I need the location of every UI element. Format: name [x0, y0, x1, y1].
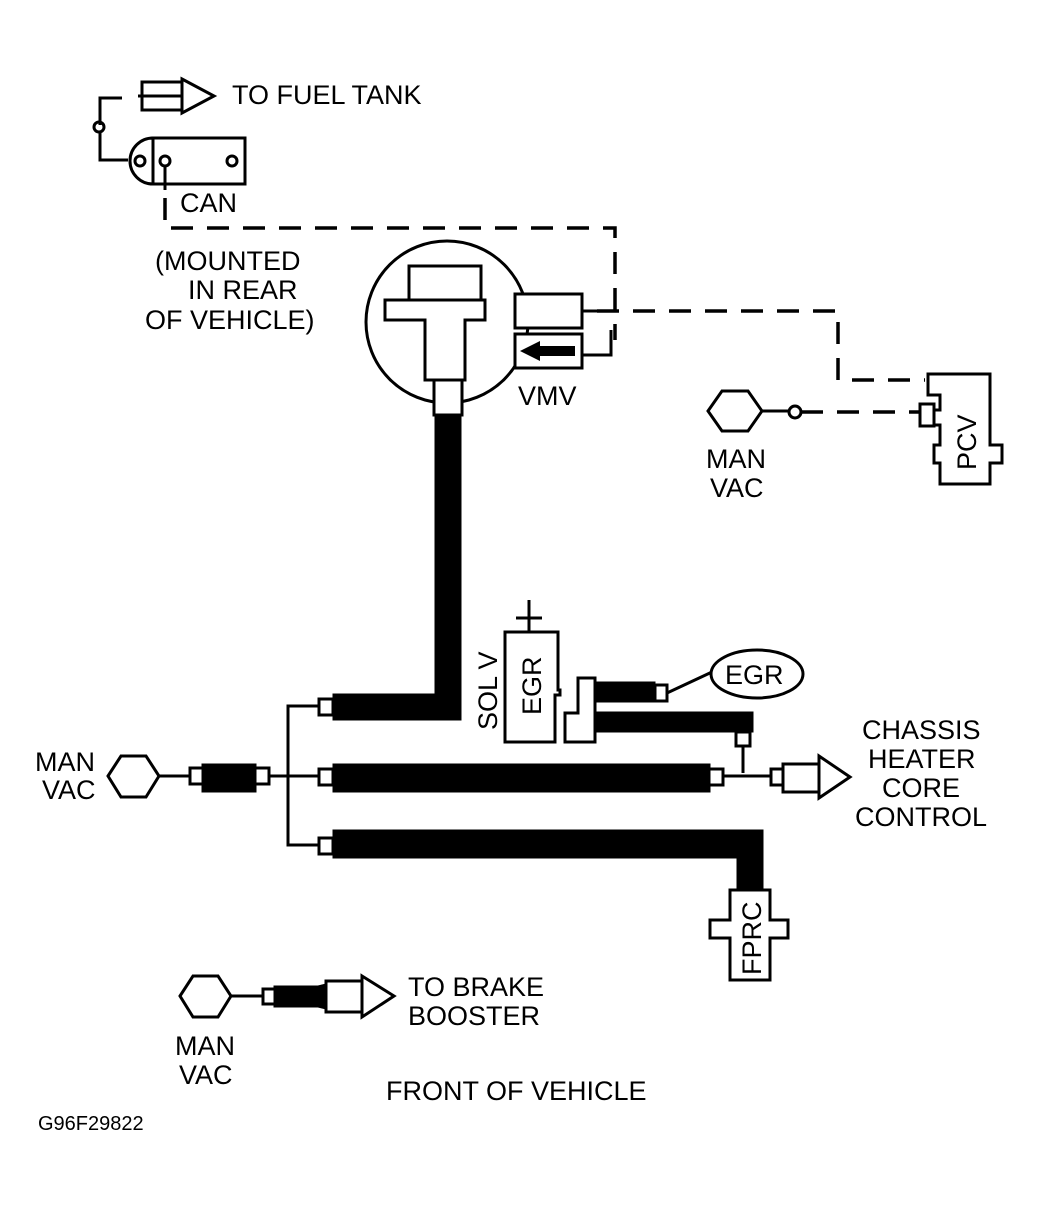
- vacuum-line-canister-vmv: [163, 198, 617, 340]
- vmv: VMV: [364, 239, 613, 417]
- canister-note-line-3: OF VEHICLE): [145, 305, 315, 335]
- egr-solenoid-label: EGR: [517, 656, 547, 715]
- orientation-label: FRONT OF VEHICLE: [386, 1076, 647, 1106]
- canister-note-line-2: IN REAR: [188, 275, 298, 305]
- man-vac-pcv-line-1: MAN: [706, 444, 766, 474]
- hose-vmv-main: [332, 414, 462, 721]
- chassis-heater-line-3: CORE: [882, 773, 960, 803]
- egr-valve-label: EGR: [725, 660, 784, 690]
- manifold-hex-icon: [106, 754, 161, 799]
- chassis-heater-line-4: CONTROL: [855, 802, 987, 832]
- egr-solenoid-side-label: SOL V: [473, 651, 503, 730]
- man-vac-main-line-2: VAC: [42, 775, 96, 805]
- vmv-label: VMV: [518, 381, 577, 411]
- man-vac-brake-line-2: VAC: [179, 1060, 233, 1090]
- arrow-right-icon: [817, 753, 853, 801]
- arrow-right-icon: [360, 973, 397, 1020]
- hose-chassis-heater: [332, 763, 711, 793]
- hose-fprc: [332, 829, 764, 891]
- canister-note-line-1: (MOUNTED: [155, 246, 300, 276]
- fitting-icon: [92, 120, 106, 134]
- figure-code: G96F29822: [38, 1113, 144, 1135]
- egr-valve: EGR: [709, 648, 805, 700]
- man-vac-main-line-1: MAN: [35, 747, 95, 777]
- egr-solenoid: EGR SOL V: [473, 600, 754, 773]
- man-vac-brake-line-1: MAN: [175, 1031, 235, 1061]
- vacuum-line-vmv-pcv: [597, 309, 925, 382]
- pcv-valve: PCV: [918, 372, 1004, 486]
- brake-booster-line-1: TO BRAKE: [408, 972, 544, 1002]
- arrow-right-icon: [180, 76, 218, 116]
- man-vac-brake: MAN VAC: [175, 973, 397, 1090]
- man-vac-pcv-line-2: VAC: [710, 473, 764, 503]
- chassis-heater-connector: [769, 753, 853, 801]
- fuel-tank-label: TO FUEL TANK: [232, 80, 422, 110]
- fprc-label: FPRC: [737, 902, 767, 976]
- pcv-label: PCV: [952, 414, 982, 470]
- canister: CAN: [128, 136, 247, 218]
- manifold-tee: [286, 704, 320, 847]
- fprc: FPRC: [708, 888, 790, 982]
- flow-arrow-icon: [520, 341, 575, 361]
- manifold-hex-icon: [706, 389, 764, 433]
- manifold-hex-icon: [178, 974, 233, 1019]
- man-vac-main: MAN VAC: [35, 747, 320, 805]
- fuel-tank-connector: TO FUEL TANK: [92, 76, 422, 162]
- chassis-heater-line-1: CHASSIS: [862, 715, 981, 745]
- brake-booster-line-2: BOOSTER: [408, 1001, 540, 1031]
- canister-label: CAN: [180, 188, 237, 218]
- chassis-heater-line-2: HEATER: [868, 744, 976, 774]
- man-vac-pcv: MAN VAC: [706, 389, 920, 503]
